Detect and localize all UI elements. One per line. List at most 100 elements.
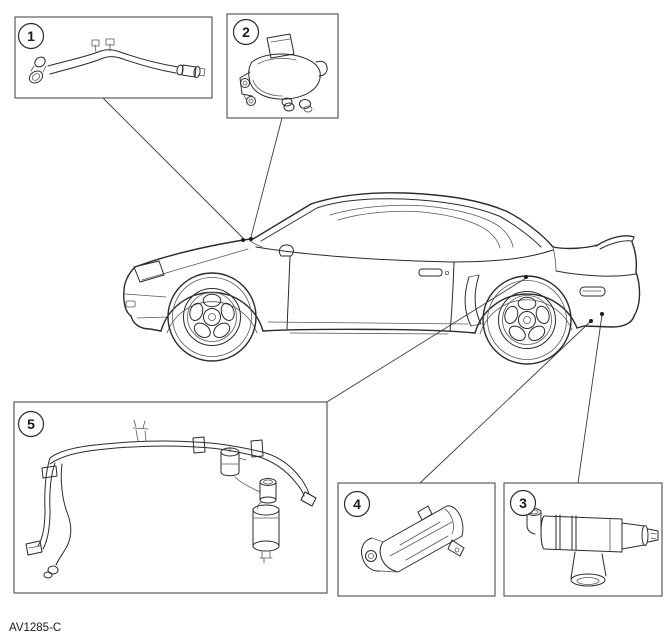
side-scoop-line-2 <box>474 274 482 325</box>
door-handle <box>418 268 443 277</box>
t-fitting-head <box>132 419 149 430</box>
beltline <box>255 246 554 263</box>
spoiler-end-cap <box>631 236 635 243</box>
right-hose-bottom <box>255 455 305 497</box>
callout-badge-4: 4 <box>343 490 371 518</box>
rear-deck-line <box>552 244 599 250</box>
port-ring <box>283 102 295 112</box>
chin-vent-line <box>136 316 169 319</box>
callout-dot-2 <box>249 237 253 241</box>
a-pillar <box>252 203 312 240</box>
body-rib <box>555 514 577 551</box>
right-reducer <box>621 518 645 553</box>
canister-body <box>252 509 280 547</box>
spoke-window <box>189 302 204 321</box>
right-hose-top <box>257 450 310 495</box>
callout-circle-2 <box>232 18 260 46</box>
port-ring <box>303 105 313 113</box>
vapor-tube-illustration <box>28 38 206 84</box>
spoke-window <box>213 322 231 339</box>
front-fascia <box>123 266 136 317</box>
callout-2: 2 <box>226 13 339 119</box>
front-wheel <box>167 272 257 362</box>
canister-stub <box>259 550 273 564</box>
side-mirror <box>278 244 294 257</box>
callout-badge-1: 1 <box>17 22 45 50</box>
connector-top <box>266 33 295 59</box>
tube-clip <box>250 439 264 458</box>
rim-inner-ring <box>502 295 552 345</box>
right-hose-fitting <box>300 491 317 507</box>
front-arch-lip <box>166 301 258 334</box>
end-ring <box>28 70 44 84</box>
left-drop-2 <box>42 462 56 550</box>
hub <box>203 308 221 326</box>
callout-number-5: 5 <box>27 416 35 432</box>
end-ring-inner <box>31 73 41 81</box>
quarter-seam <box>552 246 557 272</box>
callout-5: 5 <box>13 401 328 594</box>
spoke-window <box>508 325 526 342</box>
port <box>281 97 293 107</box>
door-front-seam <box>286 256 291 330</box>
down-port-opening <box>570 573 606 587</box>
end-ring <box>34 56 46 68</box>
filter-cup-inner <box>263 479 273 485</box>
spoke-window <box>202 293 222 308</box>
right-lug <box>315 60 328 77</box>
callout-dot-1 <box>241 238 245 242</box>
leader-line-3 <box>577 314 603 484</box>
right-cap-inner <box>444 508 454 535</box>
cowl-line <box>249 240 263 248</box>
rocker-bottom <box>262 328 476 334</box>
tire <box>482 275 572 365</box>
leader-line-5 <box>326 277 527 403</box>
left-connector-inner <box>28 545 41 549</box>
callout-circle-4 <box>343 490 371 518</box>
callout-circle-3 <box>509 489 537 517</box>
side-scoop-line-1 <box>464 276 472 327</box>
callout-4: 4 <box>337 482 496 597</box>
bolt-hole <box>240 78 250 88</box>
callout-number-4: 4 <box>353 496 361 512</box>
valve-body <box>248 53 321 100</box>
hub <box>518 311 536 329</box>
tube-bottom-line <box>49 56 177 75</box>
trunk-rear-edge <box>631 241 638 273</box>
canister-axis-line <box>389 521 453 557</box>
spoiler-top <box>595 235 635 247</box>
spoke-window <box>193 322 211 339</box>
side-scoop-top <box>468 274 480 278</box>
t-fitting-stem <box>135 429 147 442</box>
coupling-tip <box>197 67 206 77</box>
mid-clip <box>41 465 58 479</box>
solenoid-body <box>220 451 240 477</box>
callout-circle-5 <box>17 410 45 438</box>
callout-3: 3 <box>503 482 663 597</box>
car-body <box>123 192 641 335</box>
a-pillar-inner <box>260 207 318 242</box>
clip-head <box>91 39 100 47</box>
callout-number-2: 2 <box>242 24 250 40</box>
hub-cap <box>523 316 531 324</box>
reducer-cap <box>641 525 649 546</box>
tube-top-line <box>47 49 179 68</box>
callout-badge-3: 3 <box>509 489 537 517</box>
bracket-arm <box>243 94 249 105</box>
bracket-bolt <box>365 550 377 562</box>
spoke-window <box>535 305 550 324</box>
vent-valve-illustration <box>526 508 659 587</box>
callout-box-1 <box>14 16 213 99</box>
connector-stub <box>647 528 659 543</box>
rear-wheel <box>482 275 572 365</box>
leader-line-1 <box>102 97 244 239</box>
valve-body-bottom <box>543 548 623 553</box>
spoke-window <box>220 302 235 321</box>
left-drop-3 <box>55 463 72 566</box>
spoke-window <box>504 305 519 324</box>
valve-left-cap <box>540 515 545 550</box>
drop-end-ring <box>47 565 59 575</box>
coupling-band <box>176 64 184 76</box>
